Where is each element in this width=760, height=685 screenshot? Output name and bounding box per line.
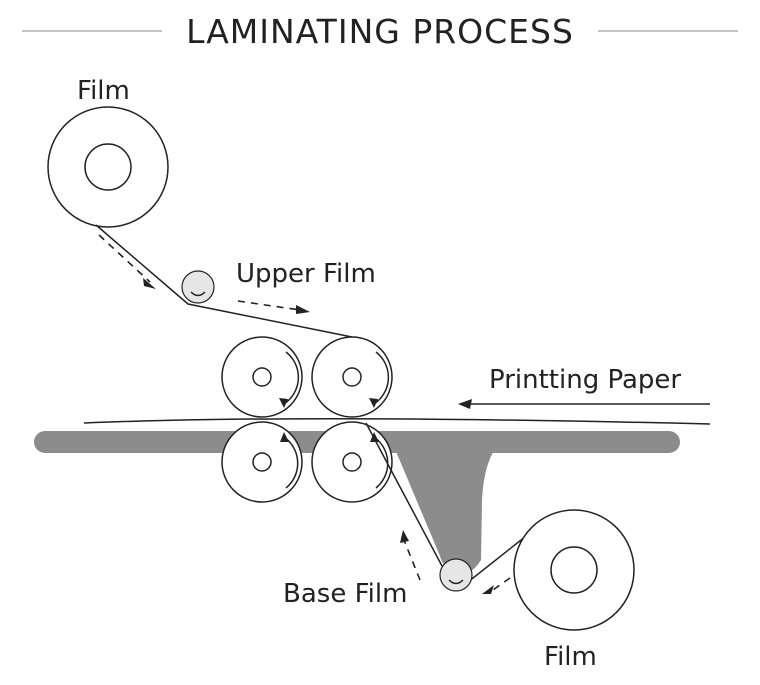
label-upper-film: Upper Film [236,259,376,289]
lower-lamination-roller-right [311,421,393,503]
upper-film-web [95,224,353,338]
upper-idler-roller [181,270,215,304]
label-printing-paper: Printting Paper [489,365,681,395]
bottom-film-roll [513,509,635,631]
upper-lamination-roller-left [221,336,303,418]
lower-lamination-roller-left [221,421,303,503]
top-film-roll [47,106,169,228]
label-base-film: Base Film [283,579,407,609]
printing-paper-web [83,399,711,425]
label-film-bottom: Film [544,642,597,672]
lower-idler-roller [439,558,473,592]
page-title: LAMINATING PROCESS [186,12,574,51]
label-film-top: Film [77,76,130,106]
upper-lamination-roller-right [311,336,393,418]
